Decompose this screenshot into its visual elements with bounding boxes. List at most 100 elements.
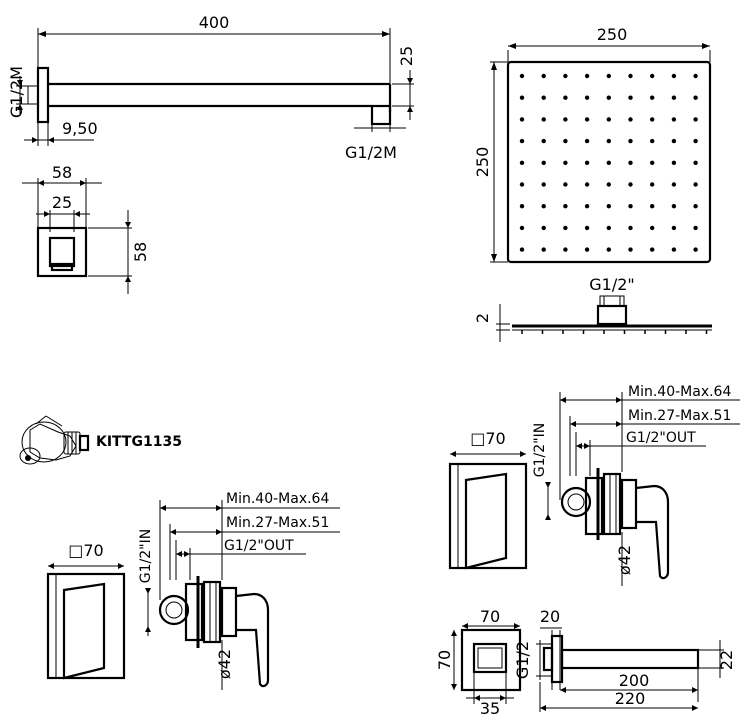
nozzle-dot (628, 95, 633, 100)
nozzle-dot (584, 117, 590, 122)
nozzle-dot (541, 160, 546, 165)
mixer-left-drawing: Min.40-Max.64 Min.27-Max.51 G1/2"OUT G1/… (46, 491, 340, 690)
nozzle-dot (693, 138, 698, 144)
nozzle-dot (519, 138, 525, 144)
nozzle-dot (628, 160, 633, 165)
shower-head-top-view: 250 250 (473, 25, 712, 264)
head-connection-label: G1/2" (589, 275, 635, 294)
arm-flange-drawing: 58 25 58 (22, 163, 150, 294)
nozzle-dot (606, 73, 611, 79)
mixer-left-diameter: ø42 (215, 649, 234, 679)
nozzle-dot (606, 225, 611, 231)
nozzle-dot (584, 204, 590, 209)
mixer-right-plate: □70 (470, 429, 505, 448)
head-height-label: 250 (473, 147, 492, 178)
nozzle-dot (584, 95, 590, 100)
nozzle-dot (584, 73, 590, 79)
spout-drawing: 70 70 35 G1/2 20 22 (435, 607, 736, 718)
mixer-right-range-b: Min.27-Max.51 (628, 408, 731, 424)
arm-outlet-thread-label: G1/2M (345, 143, 397, 162)
nozzle-dot (563, 117, 568, 122)
nozzle-dot (671, 117, 677, 122)
nozzle-dot (519, 160, 525, 165)
nozzle-dot (606, 182, 611, 187)
nozzle-dot (693, 182, 698, 187)
nozzle-dot (563, 73, 568, 79)
nozzle-dot (606, 247, 611, 252)
nozzle-dot (584, 138, 590, 144)
nozzle-dot (563, 182, 568, 187)
mixer-left-range-a: Min.40-Max.64 (226, 491, 329, 507)
nozzle-dot (541, 182, 546, 187)
nozzle-dot (606, 95, 611, 100)
nozzle-nubs (521, 330, 708, 334)
nozzle-dot (541, 138, 546, 144)
spout-plate-height: 70 (435, 650, 454, 670)
kit-code-label: KITTG1135 (96, 434, 182, 450)
nozzle-dot (650, 117, 655, 122)
nozzle-dot (541, 225, 546, 231)
nozzle-dot (671, 204, 677, 209)
flange-outer-width-label: 58 (52, 163, 72, 182)
arm-length-label: 400 (199, 13, 230, 32)
mixer-left-plate: □70 (68, 541, 103, 560)
head-width-label: 250 (597, 25, 628, 44)
nozzle-dot (519, 225, 525, 231)
nozzle-dot (693, 247, 698, 252)
flange-height-label: 58 (131, 242, 150, 262)
shower-arm-drawing: 400 G1/2M 25 9,50 G1/2M (7, 13, 416, 162)
nozzle-dot (628, 204, 633, 209)
nozzle-dot (671, 160, 677, 165)
nozzle-dot (650, 225, 655, 231)
nozzle-dot (628, 138, 633, 144)
nozzle-dot (628, 225, 633, 231)
nozzle-dot (671, 95, 677, 100)
nozzle-dot (650, 247, 655, 252)
mixer-right-diameter: ø42 (615, 545, 634, 575)
nozzle-dot (628, 182, 633, 187)
nozzle-dot (541, 247, 546, 252)
arm-wall-thread-label: G1/2M (7, 66, 26, 118)
nozzle-dot (541, 204, 546, 209)
nozzle-dot (563, 95, 568, 100)
mixer-right-range-a: Min.40-Max.64 (628, 384, 731, 400)
nozzle-dot (693, 95, 698, 100)
nozzle-dot (563, 138, 568, 144)
mixer-right-inlet: G1/2"IN (532, 423, 548, 477)
mixer-right-drawing: Min.40-Max.64 Min.27-Max.51 G1/2"OUT G1/… (448, 384, 740, 586)
nozzle-dot (693, 117, 698, 122)
nozzle-dot (563, 204, 568, 209)
nozzle-dot (671, 225, 677, 231)
shower-head-side-view: G1/2" 2 (473, 275, 712, 342)
nozzle-dot (606, 117, 611, 122)
spout-height: 22 (717, 650, 736, 670)
mixer-left-outlet: G1/2"OUT (224, 538, 294, 554)
nozzle-dot (650, 204, 655, 209)
spout-top: 20 (540, 607, 560, 626)
nozzle-dot (519, 95, 525, 100)
nozzle-dot (606, 138, 611, 144)
nozzle-dot (650, 95, 655, 100)
nozzle-dot (606, 160, 611, 165)
spout-base-width: 35 (480, 699, 500, 718)
nozzle-dot (650, 73, 655, 79)
spout-length-a: 200 (619, 671, 650, 690)
spout-thread: G1/2 (513, 641, 532, 679)
arm-offset-label: 9,50 (62, 119, 98, 138)
nozzle-dot (628, 247, 633, 252)
spout-plate-width: 70 (480, 607, 500, 626)
nozzle-dot (693, 204, 698, 209)
nozzle-dot (671, 138, 677, 144)
nozzle-dot (671, 247, 677, 252)
nozzle-dot (519, 182, 525, 187)
nozzle-dot (563, 247, 568, 252)
kit-valve-illustration: KITTG1135 (19, 415, 182, 465)
nozzle-dot (650, 138, 655, 144)
nozzle-dot (584, 225, 590, 231)
nozzle-dot (628, 73, 633, 79)
nozzle-dot (584, 247, 590, 252)
nozzle-dot (628, 117, 633, 122)
nozzle-dot (606, 204, 611, 209)
